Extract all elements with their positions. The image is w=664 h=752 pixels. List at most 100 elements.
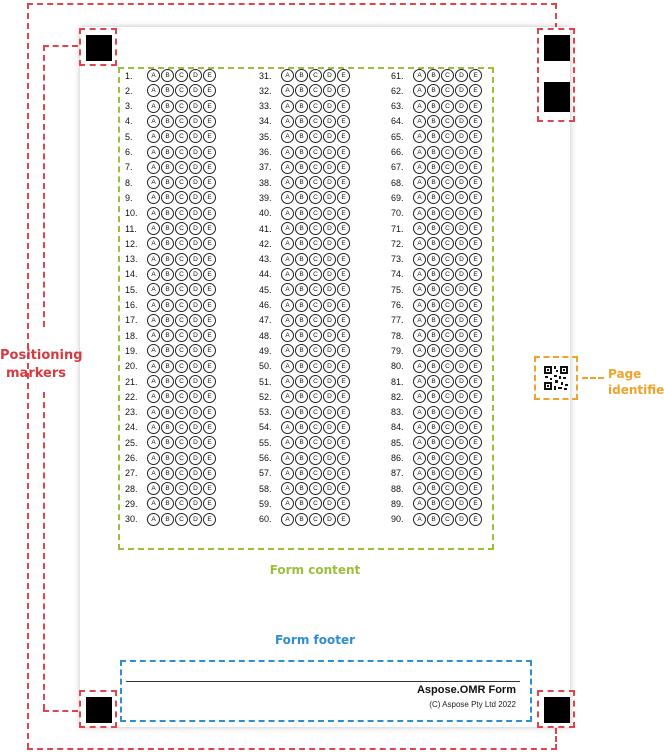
answer-bubble-e[interactable]: E [469, 482, 482, 496]
answer-bubble-a[interactable]: A [413, 497, 426, 511]
answer-bubble-e[interactable]: E [203, 99, 216, 113]
answer-bubble-a[interactable]: A [147, 359, 160, 373]
answer-bubble-b[interactable]: B [295, 99, 308, 113]
answer-bubble-b[interactable]: B [161, 99, 174, 113]
answer-bubble-a[interactable]: A [281, 176, 294, 190]
answer-bubble-d[interactable]: D [189, 298, 202, 312]
answer-bubble-a[interactable]: A [281, 84, 294, 98]
answer-bubble-d[interactable]: D [189, 267, 202, 281]
answer-bubble-b[interactable]: B [161, 222, 174, 235]
answer-bubble-b[interactable]: B [427, 344, 440, 358]
answer-bubble-d[interactable]: D [455, 145, 468, 159]
answer-bubble-b[interactable]: B [161, 160, 174, 174]
answer-bubble-c[interactable]: C [441, 482, 454, 496]
answer-bubble-e[interactable]: E [337, 267, 350, 281]
answer-bubble-c[interactable]: C [441, 206, 454, 220]
answer-bubble-a[interactable]: A [413, 84, 426, 98]
answer-bubble-d[interactable]: D [323, 375, 336, 388]
answer-bubble-b[interactable]: B [295, 176, 308, 190]
answer-bubble-c[interactable]: C [309, 267, 322, 281]
answer-bubble-b[interactable]: B [427, 252, 440, 266]
answer-bubble-e[interactable]: E [203, 466, 216, 480]
answer-bubble-c[interactable]: C [441, 267, 454, 281]
answer-bubble-c[interactable]: C [175, 420, 188, 434]
answer-bubble-c[interactable]: C [309, 206, 322, 220]
answer-bubble-a[interactable]: A [147, 283, 160, 297]
answer-bubble-b[interactable]: B [427, 390, 440, 404]
answer-bubble-b[interactable]: B [427, 145, 440, 159]
answer-bubble-e[interactable]: E [203, 497, 216, 511]
answer-bubble-e[interactable]: E [203, 436, 216, 450]
answer-bubble-c[interactable]: C [175, 497, 188, 511]
answer-bubble-a[interactable]: A [147, 114, 160, 128]
answer-bubble-c[interactable]: C [175, 176, 188, 190]
answer-bubble-c[interactable]: C [309, 451, 322, 465]
answer-bubble-a[interactable]: A [413, 420, 426, 434]
answer-bubble-b[interactable]: B [427, 283, 440, 297]
answer-bubble-e[interactable]: E [337, 114, 350, 128]
answer-bubble-a[interactable]: A [413, 252, 426, 266]
answer-bubble-d[interactable]: D [455, 99, 468, 113]
answer-bubble-b[interactable]: B [161, 283, 174, 297]
answer-bubble-b[interactable]: B [427, 375, 440, 388]
answer-bubble-a[interactable]: A [413, 313, 426, 327]
answer-bubble-b[interactable]: B [161, 206, 174, 220]
answer-bubble-d[interactable]: D [455, 512, 468, 526]
answer-bubble-e[interactable]: E [337, 436, 350, 450]
answer-bubble-e[interactable]: E [469, 99, 482, 113]
answer-bubble-c[interactable]: C [309, 482, 322, 496]
answer-bubble-a[interactable]: A [413, 160, 426, 174]
answer-bubble-b[interactable]: B [161, 482, 174, 496]
answer-bubble-d[interactable]: D [455, 283, 468, 297]
answer-bubble-c[interactable]: C [175, 69, 188, 82]
answer-bubble-a[interactable]: A [147, 99, 160, 113]
answer-bubble-b[interactable]: B [295, 283, 308, 297]
answer-bubble-d[interactable]: D [189, 466, 202, 480]
answer-bubble-d[interactable]: D [323, 130, 336, 144]
answer-bubble-e[interactable]: E [469, 298, 482, 312]
answer-bubble-e[interactable]: E [203, 130, 216, 144]
answer-bubble-b[interactable]: B [161, 176, 174, 190]
answer-bubble-a[interactable]: A [147, 512, 160, 526]
answer-bubble-e[interactable]: E [469, 313, 482, 327]
answer-bubble-c[interactable]: C [441, 191, 454, 205]
answer-bubble-e[interactable]: E [203, 84, 216, 98]
answer-bubble-e[interactable]: E [469, 69, 482, 82]
answer-bubble-d[interactable]: D [323, 99, 336, 113]
answer-bubble-a[interactable]: A [281, 206, 294, 220]
answer-bubble-c[interactable]: C [175, 283, 188, 297]
answer-bubble-b[interactable]: B [161, 191, 174, 205]
answer-bubble-b[interactable]: B [161, 344, 174, 358]
answer-bubble-a[interactable]: A [147, 313, 160, 327]
answer-bubble-c[interactable]: C [441, 160, 454, 174]
answer-bubble-d[interactable]: D [455, 69, 468, 82]
answer-bubble-c[interactable]: C [175, 114, 188, 128]
answer-bubble-a[interactable]: A [147, 390, 160, 404]
answer-bubble-b[interactable]: B [161, 313, 174, 327]
answer-bubble-c[interactable]: C [441, 313, 454, 327]
answer-bubble-c[interactable]: C [175, 375, 188, 388]
answer-bubble-a[interactable]: A [147, 405, 160, 419]
answer-bubble-e[interactable]: E [337, 160, 350, 174]
answer-bubble-b[interactable]: B [427, 237, 440, 251]
answer-bubble-e[interactable]: E [337, 420, 350, 434]
answer-bubble-d[interactable]: D [189, 390, 202, 404]
answer-bubble-c[interactable]: C [175, 99, 188, 113]
answer-bubble-b[interactable]: B [295, 145, 308, 159]
answer-bubble-a[interactable]: A [147, 420, 160, 434]
answer-bubble-a[interactable]: A [281, 160, 294, 174]
answer-bubble-d[interactable]: D [189, 69, 202, 82]
answer-bubble-e[interactable]: E [469, 420, 482, 434]
answer-bubble-c[interactable]: C [309, 512, 322, 526]
answer-bubble-e[interactable]: E [469, 512, 482, 526]
answer-bubble-a[interactable]: A [281, 145, 294, 159]
answer-bubble-c[interactable]: C [309, 191, 322, 205]
answer-bubble-d[interactable]: D [455, 267, 468, 281]
answer-bubble-d[interactable]: D [189, 329, 202, 343]
answer-bubble-b[interactable]: B [295, 329, 308, 343]
answer-bubble-a[interactable]: A [281, 69, 294, 82]
answer-bubble-c[interactable]: C [309, 466, 322, 480]
answer-bubble-b[interactable]: B [427, 466, 440, 480]
answer-bubble-b[interactable]: B [427, 69, 440, 82]
answer-bubble-a[interactable]: A [281, 237, 294, 251]
